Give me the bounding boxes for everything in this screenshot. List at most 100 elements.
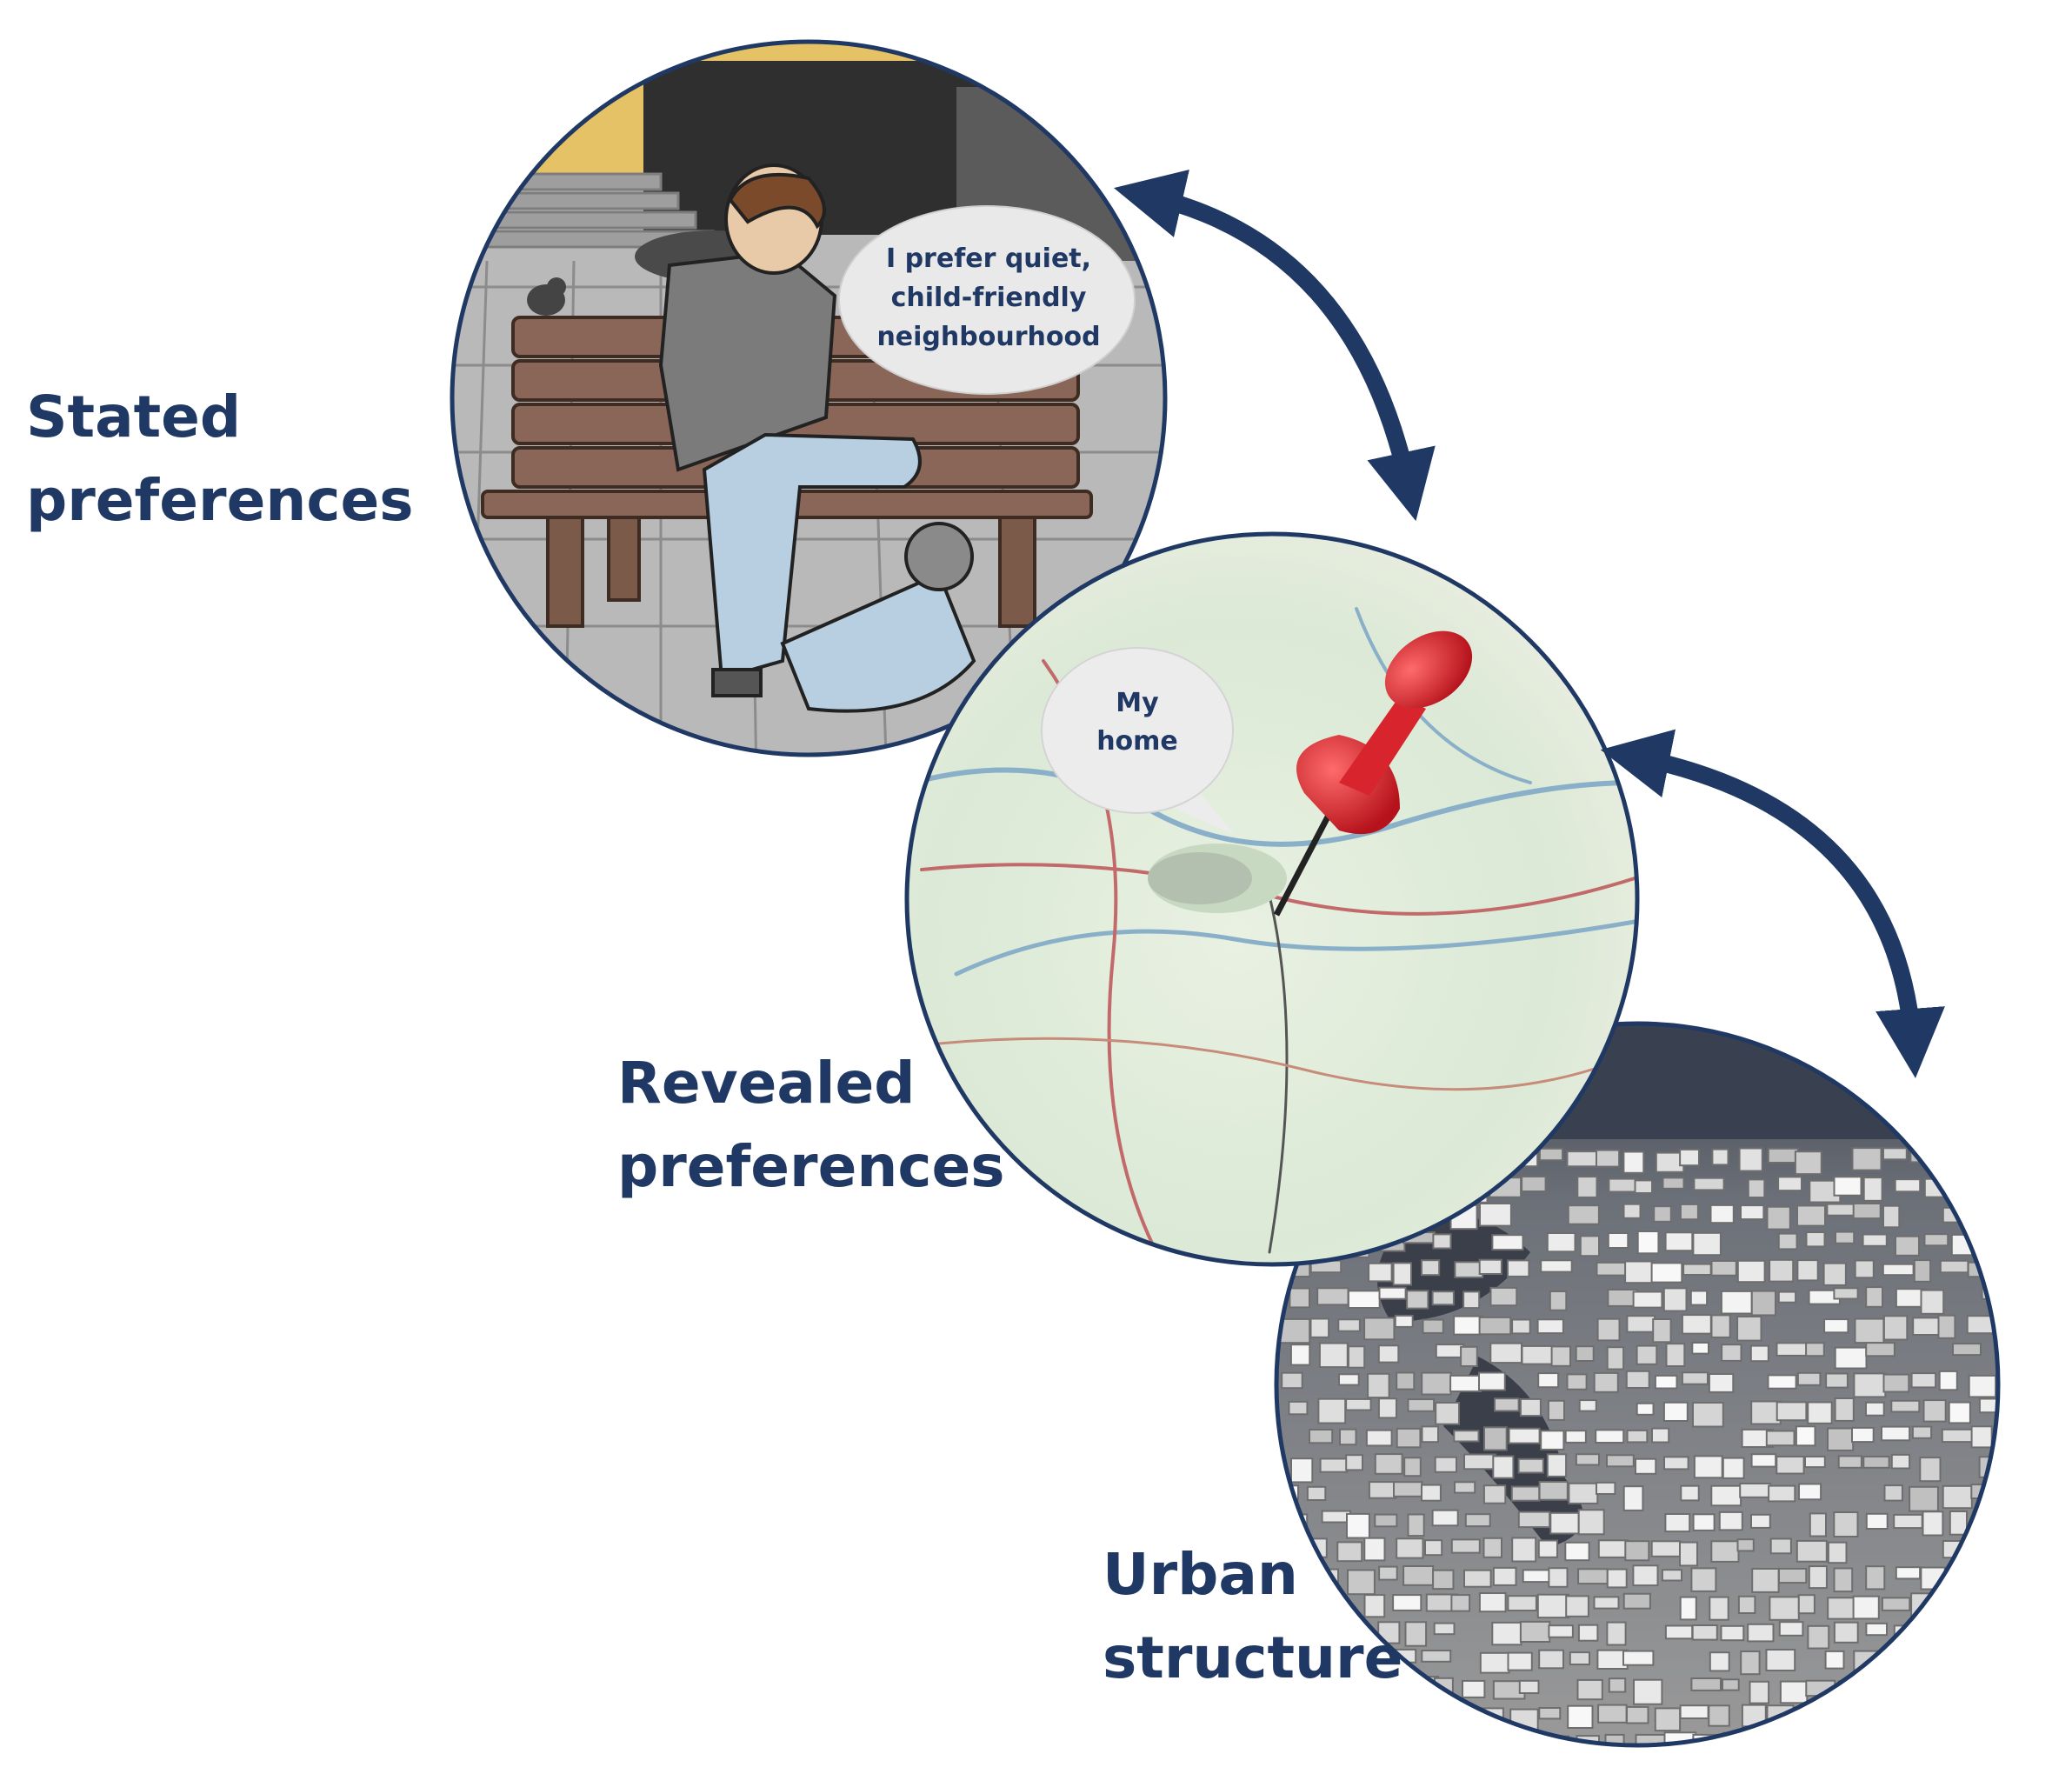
building-block [1882,1315,1909,1341]
building-block [1882,1263,1915,1277]
building-block [1951,1624,1970,1648]
building-block [1449,1374,1482,1393]
building-block [1632,1290,1663,1309]
building-block [1421,1484,1442,1502]
building-block [1767,1147,1799,1164]
revealed-preferences-image: My home [907,534,1637,1264]
building-block [1967,1537,1994,1559]
building-block [1909,1485,1939,1512]
building-block [1365,1429,1393,1447]
building-block [1709,1204,1735,1224]
building-block [2006,1511,2036,1532]
building-block [1522,1569,1553,1584]
building-block [1568,1482,1599,1504]
building-block [1997,1704,1998,1727]
building-block [1450,1594,1471,1612]
label-line: preferences [617,1133,1005,1200]
building-block [1682,1263,1712,1276]
building-block [1691,1342,1710,1355]
building-block [1976,1680,1995,1693]
building-block [1478,1316,1512,1336]
building-block [1807,1401,1833,1424]
building-block [1709,1651,1730,1672]
building-block [1517,1511,1551,1529]
building-block [1679,1203,1699,1221]
building-block [1881,1425,1911,1442]
building-block [1740,1651,1761,1676]
building-block [1747,1178,1766,1199]
building-block [1795,1708,1815,1734]
building-block [1720,1290,1753,1315]
building-block [1338,1373,1360,1386]
building-block [1654,1707,1682,1732]
building-block [1606,1621,1627,1646]
building-block [1692,1231,1722,1257]
building-block [2008,1236,2035,1260]
building-block [1751,1568,1780,1593]
building-block [1363,1594,1386,1618]
building-block [1769,1258,1795,1283]
building-block [1750,1513,1771,1529]
building-block [1938,1370,1958,1391]
building-block [1548,1624,1574,1638]
building-block [1579,1235,1601,1257]
building-block [1662,1177,1685,1190]
building-block [1884,1652,1906,1670]
building-block [1540,1430,1565,1451]
building-block [1883,1484,1903,1502]
building-block [1853,1372,1887,1398]
building-block [1478,1258,1502,1275]
building-block [1597,1704,1628,1724]
building-block [1834,1346,1868,1370]
building-block [1911,1425,1933,1439]
building-block [2007,1680,2035,1696]
building-block [1833,1176,1862,1197]
building-block [1833,1287,1859,1300]
building-block [1740,1204,1765,1221]
building-block [1290,1457,1314,1484]
building-block [1518,1679,1540,1695]
building-block [1891,1731,1912,1745]
building-block [1941,1594,1963,1617]
building-block [1978,1397,1998,1414]
building-block [1454,1481,1476,1494]
building-block [1710,1314,1731,1338]
building-block [2007,1623,2037,1645]
building-block [1278,1705,1297,1722]
building-block [1681,1371,1709,1385]
building-block [1996,1540,1998,1557]
building-block [1538,1147,1564,1162]
building-block [1923,1233,1949,1247]
building-block [1596,1149,1621,1168]
building-block [1738,1147,1763,1172]
building-block [1777,1232,1798,1250]
speech-bubble-icon: I prefer quiet, child-friendly neighbour… [838,205,1136,395]
building-block [1575,1345,1595,1362]
building-block [1576,1176,1598,1198]
building-block [1345,1397,1372,1411]
building-block [1865,1342,1895,1357]
building-block [1970,1206,1995,1224]
building-block [1739,1483,1772,1498]
building-block [1940,1652,1971,1670]
building-block [1567,1704,1594,1729]
building-block [1851,1426,1875,1444]
building-block [1913,1259,1932,1283]
building-block [1622,1203,1642,1219]
building-block [1862,1456,1890,1469]
building-block [1392,1594,1422,1611]
building-block [1721,1344,1742,1362]
building-block [1833,1567,1854,1593]
building-block [1491,1621,1522,1646]
building-block [1937,1314,1956,1339]
building-block [1664,1624,1694,1640]
building-block [1396,1371,1416,1391]
building-block [1837,1455,1862,1469]
building-block [1826,1203,1855,1217]
building-block [1711,1148,1729,1166]
building-block [1922,1399,1947,1423]
building-block [1316,1287,1349,1306]
building-block [1433,1732,1464,1745]
building-block [1664,1513,1691,1533]
